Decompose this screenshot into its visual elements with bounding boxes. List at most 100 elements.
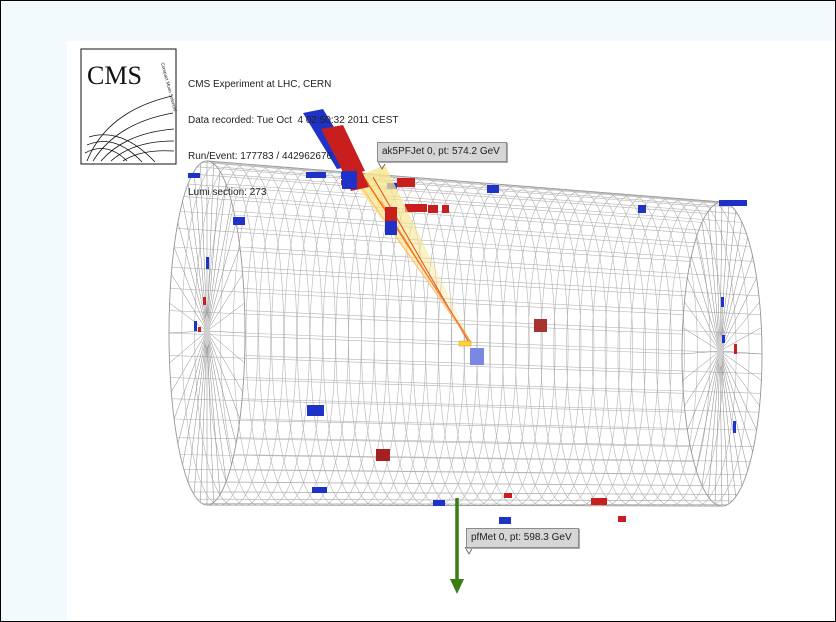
endcap-ray — [171, 274, 208, 332]
grid-ring — [566, 192, 646, 507]
endcap-ray — [687, 277, 721, 352]
endcap-hits — [194, 257, 737, 433]
endcap-ray — [719, 350, 723, 507]
hcal-hit — [487, 185, 499, 193]
hcal-hit — [638, 205, 646, 213]
hcal-hit — [499, 517, 511, 524]
endcap-ray — [719, 237, 748, 352]
ecal-hit — [504, 493, 512, 498]
grid-ring — [489, 186, 569, 506]
vertex-hit — [470, 348, 484, 365]
lumi-section: Lumi section: 273 — [188, 187, 267, 198]
endcap-ray — [193, 330, 208, 495]
bottom-edge — [206, 504, 723, 507]
endcap-ray — [719, 211, 736, 352]
endcap-ray — [200, 330, 208, 503]
ecal-hit — [198, 327, 201, 332]
endcap-ray — [171, 330, 208, 392]
grid-ring — [579, 193, 659, 507]
hcal-hit — [433, 500, 445, 506]
endcap-ray — [206, 302, 245, 332]
hcal-hit — [721, 297, 724, 307]
ecal-hit — [734, 344, 737, 354]
event-display-canvas[interactable]: CMS Compact Muon Solenoid CMS Experiment… — [67, 41, 835, 621]
logo-frame — [80, 48, 177, 165]
experiment-title: CMS Experiment at LHC, CERN — [188, 79, 332, 90]
endcap-ray — [708, 350, 721, 497]
ecal-tower — [385, 207, 397, 223]
endcap-ray — [169, 302, 208, 332]
endcap-ray — [714, 350, 721, 504]
hcal-hit — [188, 173, 200, 178]
endcap-ray — [206, 201, 232, 332]
grid-ring — [553, 191, 634, 507]
endcap-ray — [719, 301, 760, 352]
endcap-ray — [719, 256, 753, 352]
logo-text: CMS — [87, 61, 142, 90]
met-arrow-head — [450, 579, 464, 594]
ecal-hit — [428, 205, 438, 213]
endcap-rays — [168, 161, 763, 507]
endcap-ray — [206, 274, 243, 332]
endcap-ray — [719, 350, 762, 381]
jet — [303, 109, 484, 365]
endcap-ray — [206, 222, 237, 332]
hcal-hit — [733, 421, 736, 433]
hcal-tower — [385, 221, 397, 235]
endcap-ray — [701, 350, 721, 486]
endcap-ray — [687, 350, 721, 431]
ecal-hit — [397, 178, 415, 187]
endcap-ray — [206, 246, 241, 332]
met-label-leader — [464, 546, 474, 555]
grid-ring — [476, 185, 556, 506]
endcap-ray — [719, 204, 730, 352]
ecal-hit — [442, 205, 449, 213]
endcap-hub — [717, 335, 723, 367]
endcap-ray — [206, 184, 227, 332]
ecal-hit — [618, 516, 626, 522]
hcal-hit — [194, 321, 197, 331]
ecal-hit — [203, 297, 206, 305]
grid-ring — [617, 196, 698, 507]
endcap-ray — [719, 222, 743, 352]
endcap-ray — [169, 330, 208, 364]
hcal-tower — [342, 171, 357, 189]
event-info: CMS Experiment at LHC, CERN Data recorde… — [188, 55, 399, 223]
endcap-ray — [177, 222, 208, 332]
endcap-ray — [177, 330, 208, 444]
endcap-ray — [681, 350, 721, 355]
endcap-ray — [684, 350, 721, 407]
endcap-ray — [206, 330, 227, 482]
grid-ring — [514, 188, 595, 506]
endcap-ray — [719, 350, 743, 486]
run-event: Run/Event: 177783 / 442962676 — [188, 151, 333, 162]
endcap-ray — [206, 330, 232, 465]
endcap-ray — [206, 163, 214, 332]
jet-label: ak5PFJet 0, pt: 574.2 GeV — [377, 142, 507, 162]
endcap-ray — [206, 330, 221, 495]
endcap-ray — [719, 350, 763, 355]
endcap-ray — [719, 350, 730, 504]
ecal-hit — [405, 204, 427, 212]
met-label: pfMet 0, pt: 598.3 GeV — [466, 528, 579, 548]
cms-logo: CMS Compact Muon Solenoid — [80, 48, 178, 165]
recorded-date: Data recorded: Tue Oct 4 02:50:32 2011 C… — [188, 115, 399, 126]
endcap-ray — [173, 330, 208, 420]
endcap-ray — [719, 277, 757, 352]
endcap-ray — [691, 256, 721, 352]
endcap-ray — [719, 350, 753, 452]
hcal-hit — [307, 405, 324, 416]
endcap-ray — [719, 350, 748, 471]
endcap-ray — [206, 330, 237, 444]
grid-ring — [604, 195, 685, 507]
endcap-ray — [719, 201, 723, 352]
endcap-ray — [182, 201, 208, 332]
endcap-hub — [204, 315, 210, 347]
endcap-ray — [168, 330, 208, 334]
endcap-ray — [682, 350, 721, 381]
endcap-ray — [696, 350, 721, 471]
hcal-hit — [722, 335, 725, 343]
endcap-ray — [684, 301, 721, 352]
grid-ring — [591, 194, 672, 507]
